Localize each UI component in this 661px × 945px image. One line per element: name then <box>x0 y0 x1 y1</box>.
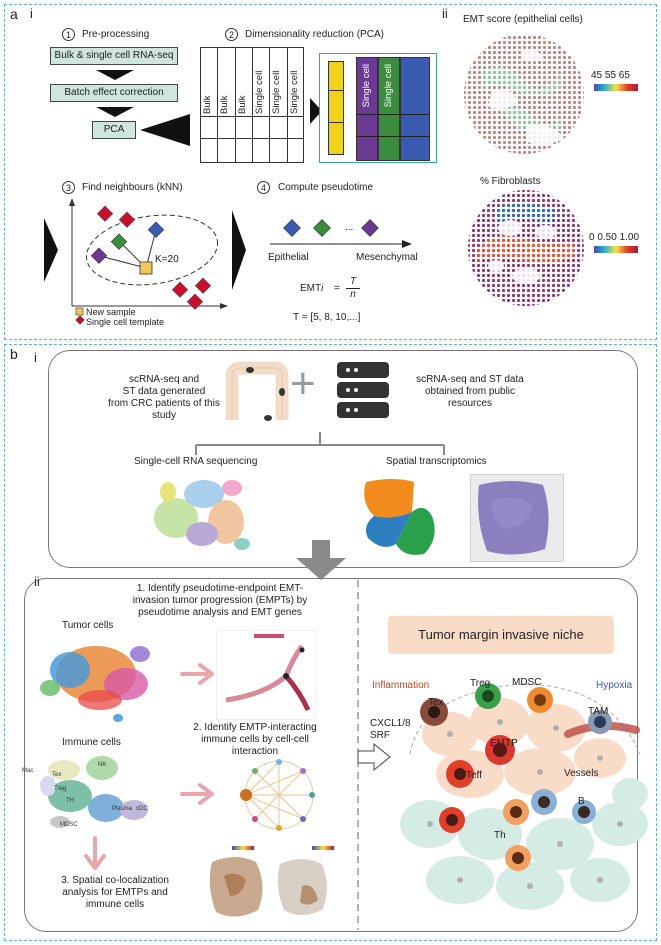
step1-empt-text: 1. Identify pseudotime-endpoint EMT- inv… <box>132 583 308 618</box>
st-cluster-map <box>364 479 435 555</box>
panel-a-letter: a <box>10 6 18 22</box>
pseudotime-left: Epithelial <box>268 252 309 263</box>
umap-cluster-label: Plasma <box>112 806 133 812</box>
niche-cell-label: B <box>578 796 585 807</box>
hypoxia-label: Hypoxia <box>596 680 633 691</box>
map1-ticks: 45 55 65 <box>591 70 630 81</box>
panel-a-sub-i: i <box>30 6 33 21</box>
umap-cluster-label: cDC <box>136 806 148 812</box>
panel-a <box>4 4 657 340</box>
map2-fibroblasts <box>468 190 584 306</box>
knn-plot <box>69 198 228 325</box>
umap-cluster-label: Treg <box>54 786 67 792</box>
map1-colorbar <box>594 84 638 91</box>
pca-purple-col: Single cell <box>356 57 378 161</box>
knn-legend-new: New sample <box>86 307 136 317</box>
pseudotime-axis <box>270 219 412 248</box>
pseudotime-dots: ... <box>345 222 354 233</box>
map2-title: % Fibroblasts <box>480 176 541 187</box>
pca-col-divider <box>252 47 253 163</box>
panel-a-sub-ii: ii <box>442 6 448 21</box>
map1-emt-score <box>464 34 584 154</box>
pca-col-divider <box>269 47 271 163</box>
hollow-right-arrow <box>357 742 391 772</box>
pca-green-col: Single cell <box>378 57 400 161</box>
branch-scrna: Single-cell RNA sequencing <box>134 456 258 467</box>
niche-cell-label: Treg <box>470 678 491 689</box>
database-icon <box>337 362 389 418</box>
umap-cluster-label: Tex <box>52 772 62 778</box>
map2-ticks: 0 0.50 1.00 <box>589 232 640 243</box>
interaction-network <box>240 759 315 831</box>
pink-arrow-down <box>84 836 106 870</box>
map2-colorbar <box>594 246 638 253</box>
cxcl-label: CXCL1/8 <box>370 718 411 729</box>
niche-cell-label: Th <box>494 830 506 841</box>
pink-arrow-2 <box>180 783 214 805</box>
pseudotime-right: Mesenchymal <box>356 252 418 263</box>
umap-cluster-label: NK <box>98 762 107 768</box>
branch-bracket <box>195 432 445 455</box>
t-values: T = [5, 8, 10,...] <box>293 312 361 323</box>
tumor-umap <box>40 646 150 722</box>
step4-number: 4 <box>257 181 270 194</box>
pca-col-divider <box>286 47 288 163</box>
immune-cells-label: Immune cells <box>62 737 121 748</box>
pca-yellow-col <box>328 61 344 155</box>
map1-title: EMT score (epithelial cells) <box>463 14 583 25</box>
knn-k-label: K=20 <box>155 254 179 265</box>
step2-title: Dimensionality reduction (PCA) <box>245 29 384 40</box>
panel-b <box>4 344 657 941</box>
step1-box-pca: PCA <box>92 121 136 139</box>
niche-cell-label: MDSC <box>512 677 542 688</box>
panel-b-letter: b <box>10 346 18 362</box>
step1-arrows <box>44 70 322 290</box>
pca-blue-col <box>400 57 430 161</box>
pca-col-divider <box>234 47 236 163</box>
data-source-box <box>48 350 638 568</box>
plus-sign: + <box>290 359 316 408</box>
this-study-text: scRNA-seq and ST data generated from CRC… <box>108 374 220 421</box>
knn-legend-template: Single cell template <box>86 317 165 327</box>
step3-colocalization-text: 3. Spatial co-localization analysis for … <box>61 875 169 910</box>
niche-cell-label: Tex <box>428 697 444 708</box>
niche-cell-label: EMTP <box>490 738 518 749</box>
branch-st: Spatial transcriptomics <box>386 456 487 467</box>
step2-interaction-text: 2. Identify EMTP-interacting immune cell… <box>193 722 317 757</box>
umap-cluster-label: MDSC <box>60 822 78 828</box>
colon-illustration <box>225 361 289 421</box>
niche-title: Tumor margin invasive niche <box>418 627 584 642</box>
step1-box-batch: Batch effect correction <box>50 84 178 102</box>
srf-label: SRF <box>370 730 390 741</box>
pink-arrow-1 <box>180 663 214 685</box>
niche-cell-label: Vessels <box>564 768 599 779</box>
he-stain-image <box>470 474 564 562</box>
step4-title: Compute pseudotime <box>278 182 374 193</box>
inflammation-label: Inflammation <box>372 680 430 691</box>
tumor-cells-label: Tumor cells <box>62 620 114 631</box>
pca-col-divider <box>217 47 219 163</box>
public-data-text: scRNA-seq and ST data obtained from publ… <box>416 374 524 409</box>
pseudotime-trajectory <box>216 630 316 720</box>
niche-title-box <box>388 616 614 654</box>
step1-box-bulk-sc: Bulk & single cell RNA-seq <box>50 47 178 65</box>
scrna-umap <box>154 480 250 550</box>
spatial-map-1 <box>209 846 263 917</box>
step1-title: Pre-processing <box>82 29 150 40</box>
step3-number: 3 <box>62 181 75 194</box>
pca-result-block: Single cell Single cell <box>319 53 437 163</box>
step2-number: 2 <box>225 28 238 41</box>
niche-cell-label: Teff <box>466 770 482 781</box>
down-arrow <box>296 540 346 580</box>
analysis-box <box>24 578 638 932</box>
immune-umap <box>40 756 148 828</box>
umap-cluster-label: TH <box>66 798 74 804</box>
step1-number: 1 <box>62 28 75 41</box>
niche-illustration <box>400 683 648 910</box>
step3-title: Find neighbours (kNN) <box>82 182 183 193</box>
spatial-map-2 <box>277 846 334 915</box>
panel-b-sub-i: i <box>34 350 37 365</box>
niche-cell-label: TAM <box>588 706 609 717</box>
umap-cluster-label: Mac <box>22 768 34 774</box>
